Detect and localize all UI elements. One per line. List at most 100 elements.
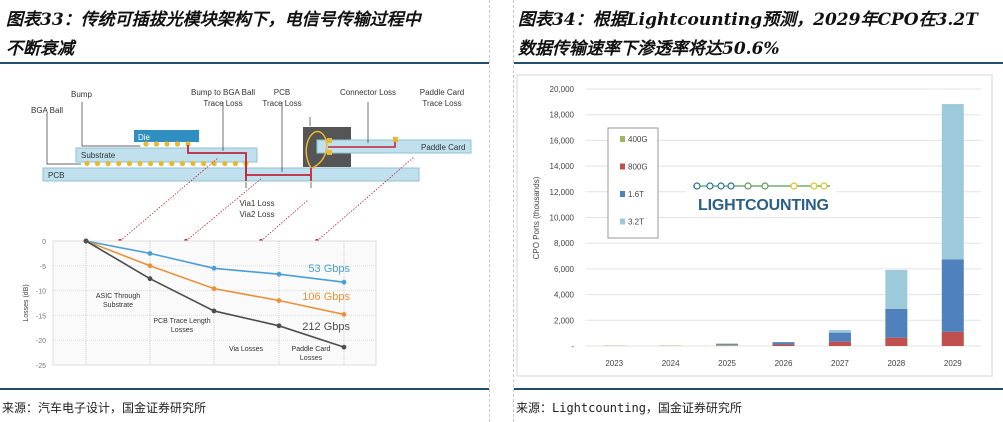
bump-label: Bump bbox=[71, 90, 92, 99]
cpo-legend-swatch bbox=[620, 191, 625, 197]
cpo-ytick-label: 14,000 bbox=[550, 162, 575, 171]
cpo-legend-label: 3.2T bbox=[628, 218, 644, 227]
bga-ball bbox=[169, 160, 175, 167]
left-source-rule bbox=[0, 388, 489, 390]
bga-ball bbox=[116, 160, 122, 167]
loss-series-label: 53 Gbps bbox=[308, 263, 350, 275]
die bbox=[134, 130, 199, 142]
connector-wire bbox=[305, 130, 328, 169]
cpo-bar-segment-16t bbox=[885, 308, 908, 338]
cpo-ytick-label: 8,000 bbox=[554, 239, 575, 248]
lightcounting-logo-node bbox=[706, 182, 714, 190]
cpo-ytick-label: 2,000 bbox=[554, 316, 575, 325]
paddle-trace-label: Paddle Card bbox=[420, 88, 464, 97]
pcb-trace-label: PCB bbox=[274, 88, 290, 97]
left-title-line1: 图表33：传统可插拔光模块架构下，电信号传输过程中 bbox=[6, 10, 421, 30]
lightcounting-logo-bg bbox=[686, 175, 836, 217]
loss-stage-label: PCB Trace Length bbox=[153, 318, 210, 325]
cpo-xtick-label: 2027 bbox=[831, 359, 849, 368]
cpo-bar-segment-16t bbox=[716, 343, 739, 345]
bump-ball bbox=[143, 141, 149, 147]
callout-line bbox=[46, 113, 81, 165]
cpo-ytick-label: - bbox=[571, 342, 574, 351]
bga-ball bbox=[84, 160, 90, 167]
bga-ball bbox=[95, 160, 101, 167]
right-figure-title: 图表34：根据Lightcounting预测，2029年CPO在3.2T 数据传… bbox=[518, 6, 978, 64]
signal-trace bbox=[187, 145, 311, 176]
loss-data-point bbox=[276, 298, 282, 303]
cpo-bar-segment-800g bbox=[828, 341, 851, 346]
cpo-ytick-label: 20,000 bbox=[550, 85, 575, 94]
cpo-bar-segment-800g bbox=[772, 344, 795, 346]
lightcounting-logo-node bbox=[810, 182, 818, 190]
paddle-trace-label: Trace Loss bbox=[422, 99, 461, 108]
bga-ball bbox=[158, 160, 164, 167]
lightcounting-logo-node bbox=[761, 182, 769, 190]
loss-stage-label: Substrate bbox=[103, 302, 133, 309]
cpo-xtick-label: 2024 bbox=[662, 359, 680, 368]
left-title-line2: 不断衰减 bbox=[6, 39, 74, 59]
loss-data-point bbox=[211, 286, 217, 292]
bga-ball bbox=[222, 160, 228, 167]
right-title-line1: 图表34：根据Lightcounting预测，2029年CPO在3.2T bbox=[518, 10, 978, 30]
panel-divider-right bbox=[513, 0, 514, 422]
cpo-legend-label: 400G bbox=[628, 135, 648, 144]
cpo-bar-segment-16t bbox=[828, 332, 851, 342]
bump-ball bbox=[153, 141, 160, 147]
loss-stage-label: Losses bbox=[300, 355, 323, 362]
loss-stage-label: Via Losses bbox=[229, 346, 264, 353]
cpo-bar-segment-32t bbox=[828, 329, 851, 333]
bump-ball bbox=[174, 141, 181, 147]
cpo-ytick-label: 16,000 bbox=[550, 136, 575, 145]
loss-stage-label: ASIC Through bbox=[96, 293, 140, 300]
loss-data-point bbox=[147, 263, 153, 269]
substrate bbox=[75, 147, 258, 163]
callout-line bbox=[81, 102, 140, 147]
right-source-rule bbox=[514, 388, 1003, 390]
cpo-ytick-label: 10,000 bbox=[550, 214, 575, 223]
bga-ball bbox=[126, 160, 132, 167]
paddle-pin bbox=[393, 137, 398, 142]
bga-ball-label: BGA Ball bbox=[31, 106, 63, 115]
loss-data-point bbox=[147, 276, 153, 282]
loss-series-label: 212 Gbps bbox=[302, 321, 350, 333]
cpo-legend-swatch bbox=[620, 218, 625, 225]
cpo-legend-swatch bbox=[620, 163, 625, 170]
cpo-xtick-label: 2026 bbox=[775, 359, 793, 368]
loss-data-point bbox=[341, 312, 347, 317]
lightcounting-logo-text: LIGHTCOUNTING bbox=[698, 197, 829, 214]
stage-connector-line bbox=[316, 156, 415, 242]
loss-ytick-label: 0 bbox=[42, 239, 46, 246]
bump-ball bbox=[185, 141, 191, 147]
cpo-chart-frame bbox=[516, 74, 993, 377]
cpo-legend-label: 1.6T bbox=[628, 190, 644, 199]
panel-divider-left bbox=[489, 0, 490, 422]
cpo-bar-segment-800g bbox=[941, 331, 964, 346]
substrate-label: Substrate bbox=[81, 151, 116, 160]
cpo-legend-label: 800G bbox=[628, 163, 648, 172]
lightcounting-logo-node bbox=[717, 182, 725, 190]
loss-data-point bbox=[341, 279, 347, 285]
loss-data-point bbox=[211, 265, 217, 271]
loss-data-point bbox=[147, 251, 153, 256]
bga-ball bbox=[190, 160, 196, 167]
cpo-bar-segment-800g bbox=[716, 344, 739, 346]
cpo-bar-segment-32t bbox=[941, 104, 964, 260]
bga-ball bbox=[105, 160, 111, 167]
cpo-legend-swatch bbox=[620, 136, 625, 142]
loss-ytick-label: -15 bbox=[36, 313, 46, 320]
pcb-board bbox=[42, 167, 420, 182]
loss-y-axis-label: Losses (dB) bbox=[23, 284, 30, 321]
paddle-card-label: Paddle Card bbox=[421, 143, 465, 152]
lightcounting-logo-node bbox=[727, 182, 735, 190]
right-source: 来源：Lightcounting，国金证券研究所 bbox=[516, 401, 742, 415]
loss-data-point bbox=[83, 238, 89, 244]
cpo-xtick-label: 2028 bbox=[887, 359, 905, 368]
connector-pin bbox=[327, 150, 332, 155]
loss-ytick-label: -25 bbox=[36, 363, 46, 370]
bga-ball bbox=[179, 160, 185, 167]
lightcounting-logo-node bbox=[790, 182, 798, 190]
loss-stage-label: Losses bbox=[171, 327, 194, 334]
lightcounting-logo-node bbox=[820, 182, 828, 190]
bga-ball bbox=[148, 160, 154, 167]
